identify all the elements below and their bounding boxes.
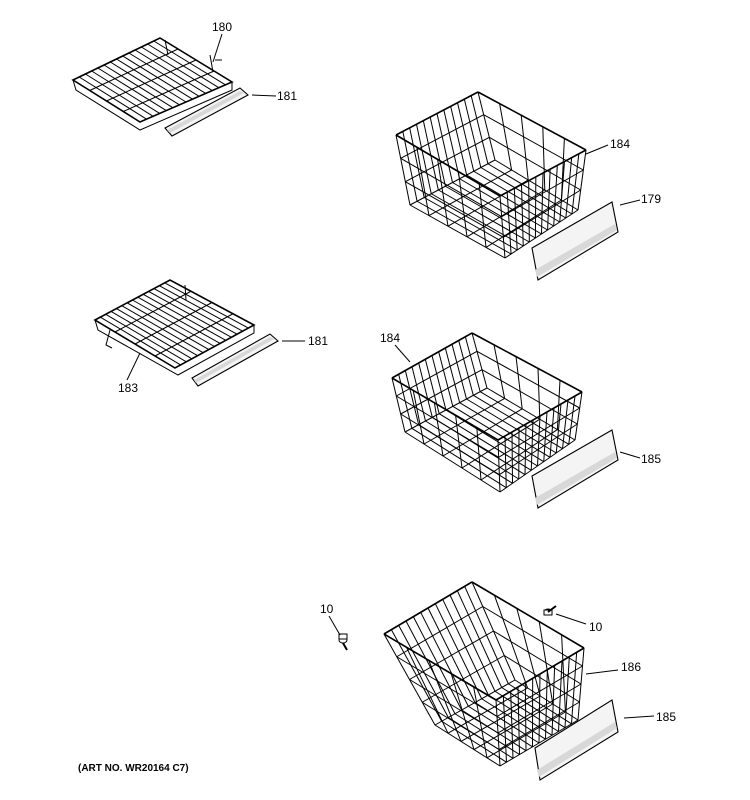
- screw-right-icon: [543, 605, 557, 616]
- callout-185-bottom: 185: [656, 710, 676, 724]
- wire-basket-top: [395, 91, 587, 259]
- basket-front-top: [531, 201, 619, 281]
- callout-10-left: 10: [320, 602, 334, 616]
- callout-185-mid: 185: [641, 452, 661, 466]
- callout-181-mid: 181: [308, 334, 328, 348]
- callout-10-right: 10: [589, 620, 603, 634]
- shelf-trim-mid: [191, 333, 279, 387]
- callout-183: 183: [118, 381, 138, 395]
- callout-181-top: 181: [277, 89, 297, 103]
- wire-shelf-top: [71, 37, 234, 131]
- wire-shelf-mid: [93, 279, 256, 376]
- screw-left-icon: [338, 633, 348, 651]
- basket-front-mid: [531, 429, 619, 509]
- leader-lines: [126, 33, 655, 719]
- art-number: (ART NO. WR20164 C7): [78, 763, 189, 774]
- callout-184-top: 184: [610, 137, 630, 151]
- callout-180: 180: [212, 20, 232, 34]
- wire-basket-bottom: [383, 581, 585, 767]
- callout-184-mid: 184: [380, 331, 400, 345]
- shelf-trim-top: [164, 87, 249, 137]
- callout-179: 179: [641, 192, 661, 206]
- callout-186: 186: [621, 660, 641, 674]
- wire-basket-mid: [391, 332, 583, 493]
- basket-front-bottom: [534, 699, 619, 781]
